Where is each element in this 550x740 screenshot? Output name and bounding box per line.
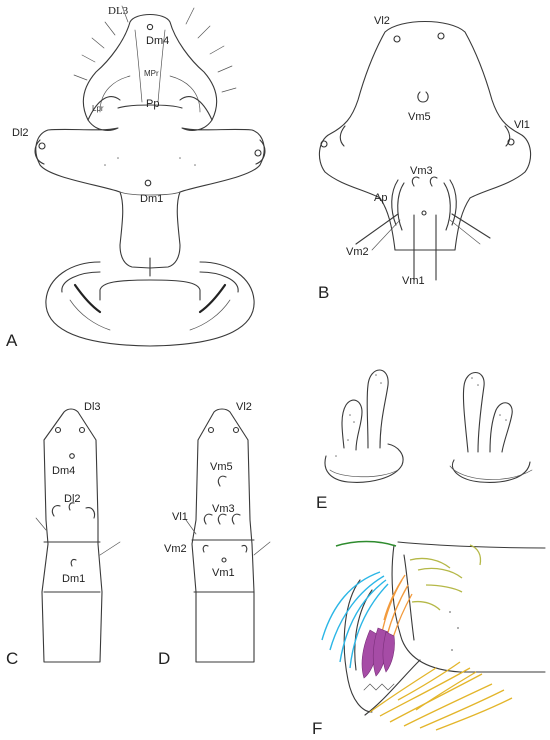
panel-a-label-mpr: MPr [144,69,159,78]
panel-c: Dl3 Dm4 Dl2 Dm1 C [6,401,121,668]
panel-a: DL3 Dm4 MPr Lpr Pp Dl2 Dm1 A [6,5,266,350]
panel-c-label-dl3: Dl3 [84,401,101,413]
panel-f-cyan-setae [321,571,389,669]
panel-e: E [316,369,533,512]
panel-b-label-vm5: Vm5 [408,111,431,123]
panel-b-label-vl1: Vl1 [514,119,530,131]
panel-a-label-pp: Pp [146,98,159,110]
panel-d-label-vl2: Vl2 [236,401,252,413]
panel-c-outline [41,408,103,663]
panel-c-label-dl2: Dl2 [64,493,81,505]
panel-e-letter: E [316,493,327,512]
panel-d-label-vm2: Vm2 [164,543,187,555]
panel-a-head-outline [35,13,265,269]
panel-f-purple-setae [361,627,395,679]
panel-d: Vl2 Vm5 Vl1 Vm3 Vm2 Vm1 D [158,401,271,668]
panel-a-label-dl3: DL3 [108,5,129,17]
panel-b-label-vm2: Vm2 [346,246,369,258]
panel-b-label-vl2: Vl2 [374,15,390,27]
panel-a-label-lpr: Lpr [92,104,104,113]
panel-b: Vl2 Vm5 Vl1 Vm3 Ap Vm2 Vm1 B [318,15,532,302]
panel-b-head-outline [318,20,532,251]
panel-a-letter: A [6,331,18,350]
panel-b-label-vm1: Vm1 [402,275,425,287]
panel-c-label-dm4: Dm4 [52,465,75,477]
panel-f-olive-setae [409,544,482,611]
panel-f-yellow-setae [369,661,513,731]
panel-d-label-vm1: Vm1 [212,567,235,579]
panel-a-label-dm4: Dm4 [146,35,169,47]
panel-a-pit-dm4 [146,23,154,31]
panel-a-bristles [73,5,237,93]
panel-d-label-vm5: Vm5 [210,461,233,473]
panel-c-letter: C [6,649,18,668]
panel-c-label-dm1: Dm1 [62,573,85,585]
panel-b-label-ap: Ap [374,192,387,204]
panel-b-label-vm3: Vm3 [410,165,433,177]
panel-b-letter: B [318,283,329,302]
panel-d-label-vm3: Vm3 [212,503,235,515]
panel-a-label-dm1: Dm1 [140,193,163,205]
panel-f-green-seta [335,540,397,547]
panel-d-label-vl1: Vl1 [172,511,188,523]
panel-f-letter: F [312,719,322,738]
panel-a-pit-dm1 [144,179,152,187]
panel-a-label-dl2: Dl2 [12,127,29,139]
panel-f: F [312,540,546,738]
panel-d-outline [191,408,255,663]
panel-d-letter: D [158,649,170,668]
panel-a-collar [45,261,255,347]
